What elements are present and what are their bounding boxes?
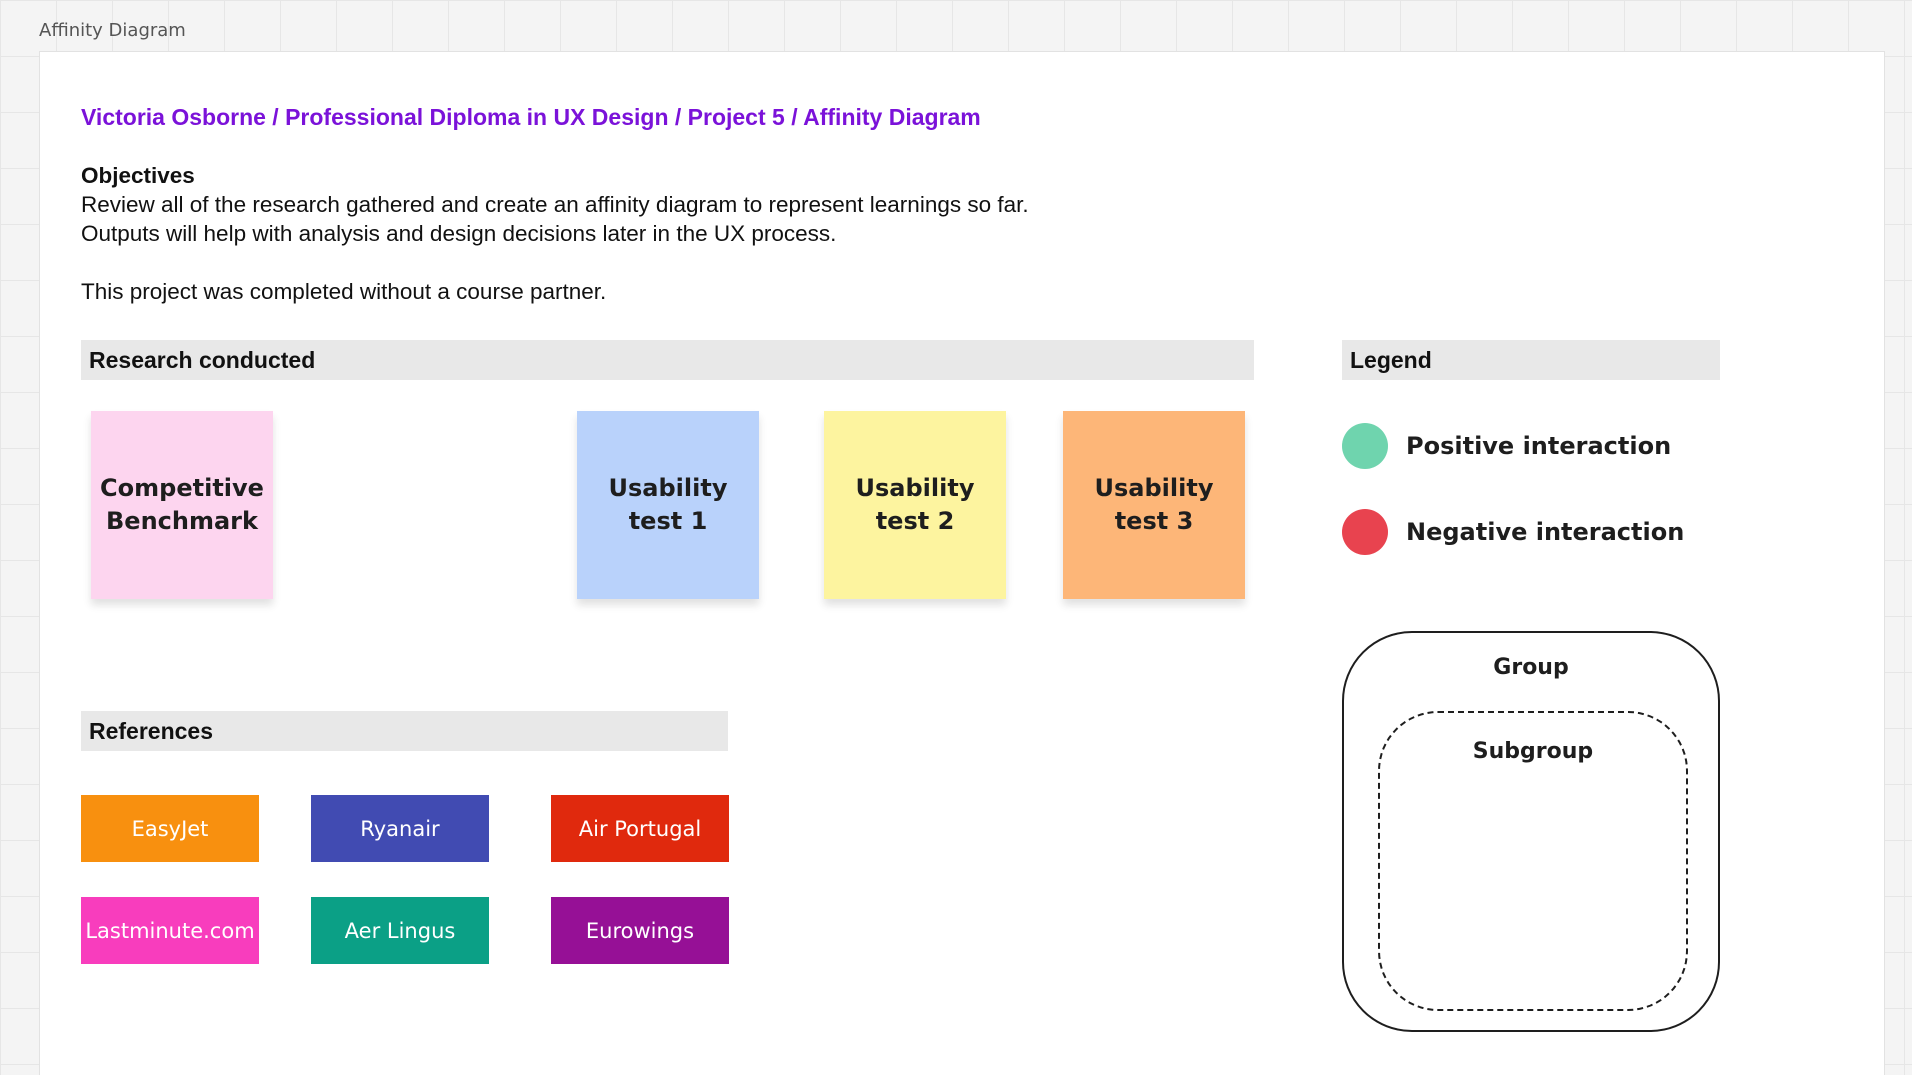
reference-eurowings[interactable]: Eurowings bbox=[551, 897, 729, 964]
sticky-note-usability-test-3[interactable]: Usability test 3 bbox=[1063, 411, 1245, 599]
objectives-line-1: Review all of the research gathered and … bbox=[81, 192, 1029, 217]
legend-positive: Positive interaction bbox=[1342, 423, 1671, 469]
reference-ryanair[interactable]: Ryanair bbox=[311, 795, 489, 862]
objectives-heading: Objectives bbox=[81, 163, 195, 188]
subgroup-outline: Subgroup bbox=[1378, 711, 1688, 1011]
project-note: This project was completed without a cou… bbox=[81, 279, 607, 304]
frame-label[interactable]: Affinity Diagram bbox=[39, 20, 186, 41]
breadcrumb: Victoria Osborne / Professional Diploma … bbox=[81, 104, 981, 130]
legend-negative-label: Negative interaction bbox=[1406, 518, 1685, 546]
legend-positive-label: Positive interaction bbox=[1406, 432, 1672, 460]
sticky-note-usability-test-2[interactable]: Usability test 2 bbox=[824, 411, 1006, 599]
objectives-block: Objectives Review all of the research ga… bbox=[81, 161, 1029, 306]
reference-lastminute[interactable]: Lastminute.com bbox=[81, 897, 259, 964]
objectives-line-2: Outputs will help with analysis and desi… bbox=[81, 221, 837, 246]
reference-aer-lingus[interactable]: Aer Lingus bbox=[311, 897, 489, 964]
group-label: Group bbox=[1493, 655, 1569, 680]
reference-air-portugal[interactable]: Air Portugal bbox=[551, 795, 729, 862]
sticky-note-competitive-benchmark[interactable]: Competitive Benchmark bbox=[91, 411, 273, 599]
research-conducted-header: Research conducted bbox=[81, 340, 1254, 380]
legend-negative: Negative interaction bbox=[1342, 509, 1684, 555]
subgroup-label: Subgroup bbox=[1472, 739, 1594, 764]
references-header: References bbox=[81, 711, 728, 751]
positive-dot-icon bbox=[1342, 423, 1388, 469]
negative-dot-icon bbox=[1342, 509, 1388, 555]
legend-header: Legend bbox=[1342, 340, 1720, 380]
group-outline: Group Subgroup bbox=[1342, 631, 1720, 1032]
sticky-note-usability-test-1[interactable]: Usability test 1 bbox=[577, 411, 759, 599]
reference-easyjet[interactable]: EasyJet bbox=[81, 795, 259, 862]
